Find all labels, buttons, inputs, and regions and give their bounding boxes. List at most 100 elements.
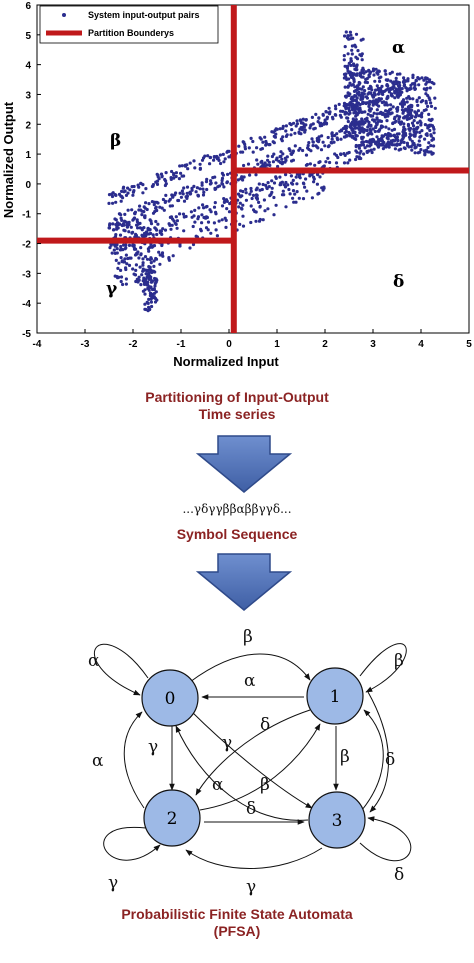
scatter-point (147, 297, 151, 301)
scatter-point (409, 103, 413, 107)
edge-1-3-outer (367, 691, 389, 813)
scatter-point (395, 72, 400, 76)
scatter-point (206, 228, 210, 232)
scatter-point (423, 152, 427, 156)
scatter-point (112, 228, 116, 232)
scatter-point (372, 99, 376, 103)
scatter-point (429, 134, 433, 138)
scatter-point (349, 125, 353, 129)
edge-0-1-top (189, 653, 311, 683)
scatter-point (413, 87, 417, 91)
scatter-point (281, 124, 285, 128)
scatter-point (290, 128, 294, 132)
scatter-point (312, 127, 316, 131)
scatter-point (182, 229, 186, 233)
scatter-point (407, 95, 411, 99)
scatter-point (289, 174, 293, 178)
scatter-point (204, 215, 208, 219)
scatter-point (343, 45, 347, 49)
scatter-point (396, 105, 400, 110)
scatter-point (365, 116, 369, 120)
scatter-point (413, 115, 418, 119)
scatter-point (301, 117, 305, 121)
scatter-point (375, 117, 379, 121)
scatter-point (323, 120, 327, 124)
edge-label-right-3-1: δ (385, 750, 395, 770)
scatter-point (366, 112, 370, 116)
scatter-point (373, 79, 377, 83)
scatter-point (121, 186, 125, 190)
scatter-point (139, 246, 143, 250)
scatter-point (387, 90, 391, 94)
state-node-3: 3 (308, 791, 366, 849)
scatter-point (111, 222, 115, 226)
scatter-point (384, 88, 388, 92)
scatter-point (365, 119, 369, 123)
edge-label-self-0: α (88, 651, 100, 671)
y-tick-label: -4 (22, 299, 31, 310)
scatter-point (350, 44, 354, 48)
scatter-point (129, 225, 133, 229)
edge-self-1 (359, 643, 407, 693)
scatter-point (146, 280, 150, 284)
scatter-point (397, 117, 401, 121)
scatter-point (249, 220, 253, 225)
scatter-point (309, 123, 313, 128)
scatter-point (168, 223, 172, 227)
scatter-point (419, 148, 423, 152)
scatter-point (416, 121, 420, 125)
scatter-point (124, 193, 129, 197)
scatter-point (371, 95, 375, 99)
scatter-point (397, 148, 401, 152)
scatter-point (185, 191, 189, 195)
scatter-point (354, 45, 358, 49)
scatter-point (319, 121, 323, 125)
scatter-point (124, 253, 128, 257)
scatter-point (178, 164, 182, 168)
scatter-point (392, 133, 396, 138)
y-tick-label: -2 (22, 240, 31, 251)
scatter-point (303, 185, 307, 189)
scatter-point (190, 215, 194, 219)
scatter-point (297, 148, 301, 152)
scatter-point (342, 135, 346, 139)
scatter-point (377, 104, 381, 108)
scatter-point (143, 302, 147, 306)
scatter-point (155, 232, 159, 237)
scatter-point (153, 300, 158, 304)
scatter-point (145, 257, 150, 261)
pfsa-caption-text: Probabilistic Finite State Automata (PFS… (121, 906, 353, 939)
scatter-point (143, 292, 147, 296)
scatter-point (350, 120, 354, 124)
scatter-point (107, 193, 112, 197)
scatter-point (317, 160, 321, 165)
scatter-point (352, 89, 357, 93)
scatter-point (154, 219, 158, 224)
scatter-point (350, 134, 354, 138)
scatter-point (343, 126, 347, 130)
edge-1-2 (195, 709, 311, 796)
scatter-point (134, 268, 138, 272)
scatter-point (357, 90, 361, 94)
scatter-point (432, 131, 436, 135)
scatter-point (328, 112, 332, 116)
legend-marker-points (62, 13, 66, 17)
scatter-point (199, 227, 203, 231)
scatter-point (329, 140, 333, 145)
scatter-point (353, 85, 357, 89)
scatter-point (270, 154, 274, 159)
scatter-point (144, 201, 148, 205)
scatter-point (335, 136, 339, 140)
scatter-point (373, 129, 377, 134)
scatter-point (424, 99, 428, 103)
scatter-point (402, 116, 406, 120)
scatter-point (367, 149, 371, 153)
scatter-point (117, 261, 121, 265)
scatter-point (353, 98, 357, 102)
scatter-point (323, 144, 327, 148)
scatter-point (361, 85, 365, 89)
scatter-point (368, 99, 372, 104)
scatter-point (135, 223, 139, 227)
scatter-point (416, 103, 420, 107)
scatter-point (377, 69, 381, 73)
